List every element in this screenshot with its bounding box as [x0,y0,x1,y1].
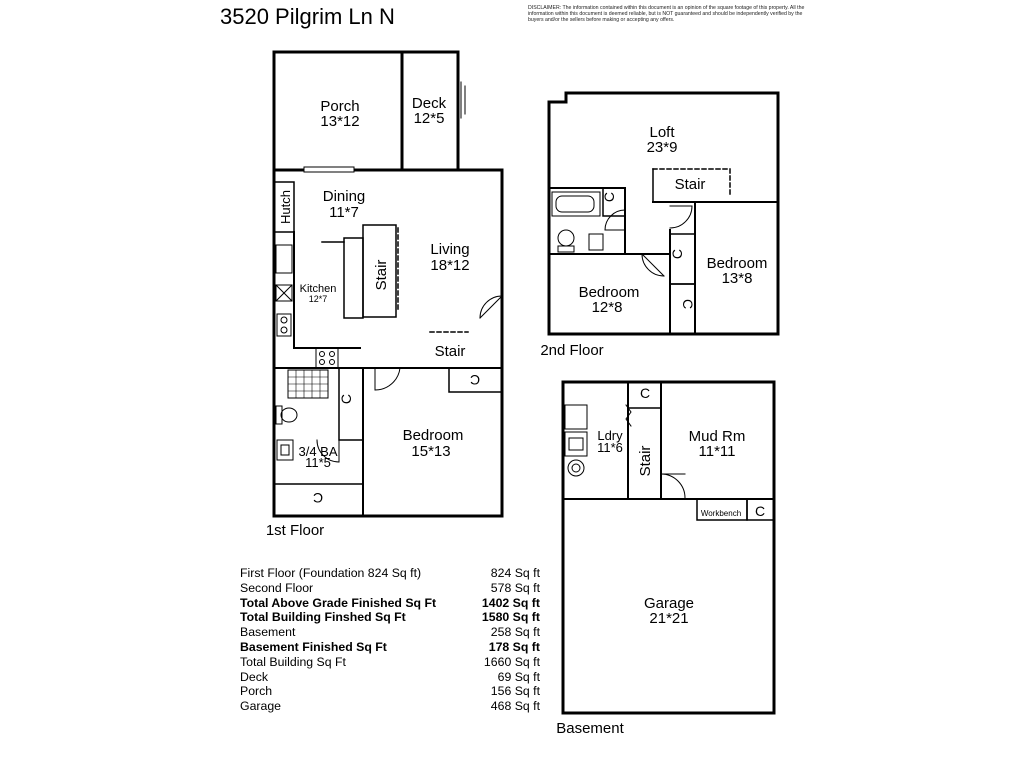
first-floor-plan [272,50,504,518]
stair-label-vertical: Stair [373,260,390,291]
bedroom-3-dims: 12*8 [592,299,623,316]
summary-value: 1660 Sq ft [483,654,540,669]
summary-label: Total Building Sq Ft [240,654,346,669]
summary-label: Second Floor [240,580,314,595]
square-footage-summary: First Floor (Foundation 824 Sq ft) 824 Sq… [240,566,540,714]
bedroom-3-name: Bedroom [579,284,640,301]
stair-label: Stair [675,176,706,193]
summary-value: 258 Sq ft [490,625,540,640]
closet-label: C [601,192,617,202]
stair-label: Stair [637,446,654,477]
summary-value: 178 Sq ft [488,639,540,654]
bedroom-1-dims: 15*13 [411,443,450,460]
summary-row: Second Floor 578 Sq ft [240,581,540,596]
summary-row: Basement 258 Sq ft [240,625,540,640]
second-floor-label: 2nd Floor [540,342,603,359]
summary-label: Garage [240,699,282,714]
disclaimer-text: DISCLAIMER: The information contained wi… [528,5,805,23]
bedroom-1-name: Bedroom [403,427,464,444]
summary-value: 1402 Sq ft [481,595,540,610]
closet-label: C [680,299,696,309]
bath-name: 3/4 BA [298,444,337,459]
loft-dims: 23*9 [647,139,678,156]
summary-row: Deck 69 Sq ft [240,670,540,685]
living-name: Living [430,241,469,258]
loft-name: Loft [649,124,675,141]
summary-label: Deck [240,669,269,684]
laundry-name: Ldry [597,428,623,443]
living-dims: 18*12 [430,257,469,274]
dining-name: Dining [323,188,366,205]
kitchen-name: Kitchen [300,283,337,295]
summary-label: First Floor (Foundation 824 Sq ft) [240,566,422,580]
summary-value: 156 Sq ft [490,684,540,699]
closet-label: C [313,490,323,506]
page-title: 3520 Pilgrim Ln N [220,4,395,29]
dining-dims: 11*7 [329,204,359,221]
closet-label: C [755,503,765,519]
summary-label: Porch [240,684,273,699]
hutch-label: Hutch [278,190,293,224]
summary-value: 468 Sq ft [490,699,540,714]
mudroom-dims: 11*11 [699,443,736,460]
basement-label: Basement [556,720,624,737]
summary-label: Total Above Grade Finished Sq Ft [240,595,437,610]
summary-value: 578 Sq ft [490,580,540,595]
summary-row: Total Building Finshed Sq Ft 1580 Sq ft [240,610,540,625]
summary-row: Porch 156 Sq ft [240,684,540,699]
porch-dims: 13*12 [320,113,359,130]
summary-row: Garage 468 Sq ft [240,699,540,714]
summary-value: 824 Sq ft [490,566,540,580]
summary-label: Basement Finished Sq Ft [240,639,387,654]
deck-dims: 12*5 [414,110,445,127]
bedroom-2-name: Bedroom [707,255,768,272]
summary-label: Basement [240,625,296,640]
bath-dims: 11*5 [305,455,331,470]
summary-value: 69 Sq ft [497,669,540,684]
summary-row: First Floor (Foundation 824 Sq ft) 824 Sq… [240,566,540,581]
closet-label: C [640,385,650,401]
bedroom-2-dims: 13*8 [722,270,753,287]
garage-name: Garage [644,595,694,612]
summary-row: Basement Finished Sq Ft 178 Sq ft [240,640,540,655]
stair-label-horizontal: Stair [435,343,466,360]
closet-label: C [338,394,354,404]
summary-value: 1580 Sq ft [481,610,540,625]
deck-name: Deck [412,95,447,112]
summary-label: Total Building Finshed Sq Ft [240,610,406,625]
second-floor-plan [547,91,780,336]
workbench-label: Workbench [701,509,741,518]
first-floor-label: 1st Floor [266,522,324,539]
garage-dims: 21*21 [649,610,688,627]
basement-plan [561,380,776,715]
mudroom-name: Mud Rm [689,428,746,445]
closet-label: C [669,249,685,259]
summary-row: Total Building Sq Ft 1660 Sq ft [240,655,540,670]
laundry-dims: 11*6 [597,440,623,455]
closet-label: C [470,372,480,388]
summary-row: Total Above Grade Finished Sq Ft 1402 Sq … [240,596,540,611]
kitchen-dims: 12*7 [309,294,328,304]
porch-name: Porch [320,98,359,115]
